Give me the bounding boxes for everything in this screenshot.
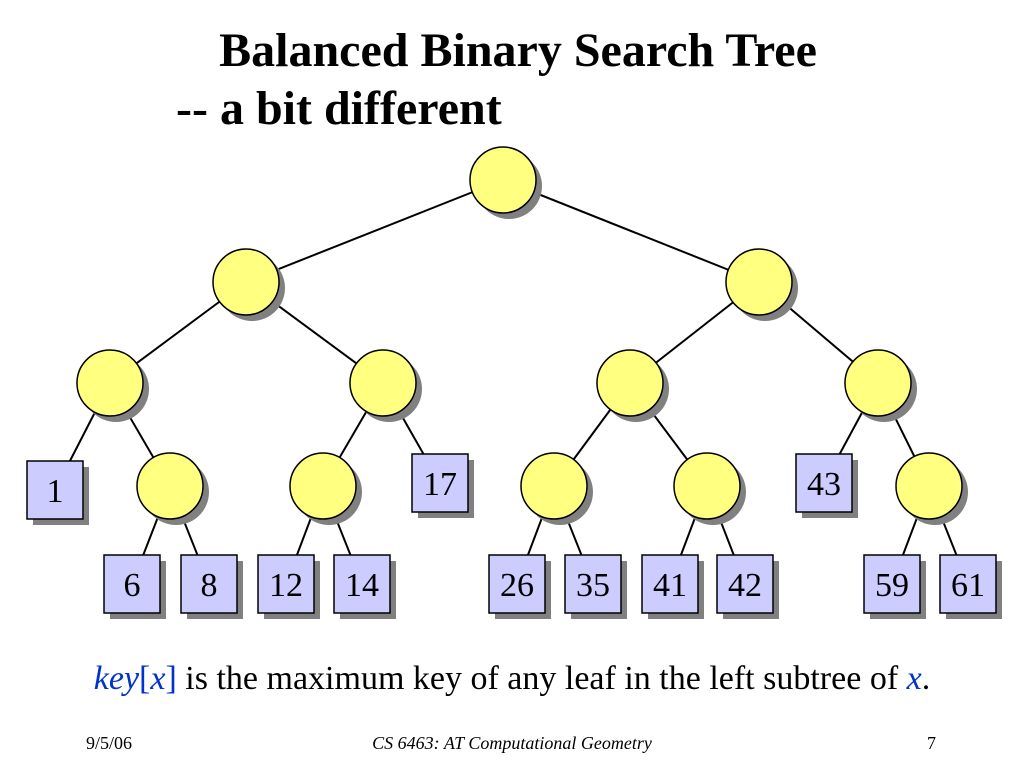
leaf-box (411, 453, 469, 513)
caption-x-end: x (906, 660, 922, 697)
node-circle (725, 248, 793, 316)
internal-node (596, 349, 669, 422)
leaf-box (26, 460, 84, 520)
internal-node (289, 452, 362, 525)
leaf-node: 41 (641, 554, 704, 619)
leaf-box (564, 554, 622, 614)
node-circle (895, 452, 963, 520)
internal-node (520, 452, 593, 525)
leaf-box (103, 554, 161, 614)
footer-page-number: 7 (927, 733, 936, 753)
node-circle (349, 349, 417, 417)
leaf-box (641, 554, 699, 614)
footer: 9/5/06 CS 6463: AT Computational Geometr… (0, 733, 1024, 757)
internal-node (349, 349, 422, 422)
node-circle (520, 452, 588, 520)
leaf-key: 12 (269, 567, 303, 604)
leaf-key: 14 (345, 567, 379, 604)
leaf-key: 17 (423, 466, 457, 503)
node-circle (673, 452, 741, 520)
title-line-2: -- a bit different (176, 82, 502, 135)
caption-key: key (93, 660, 140, 697)
leaf-box (863, 554, 921, 614)
leaf-box (333, 554, 391, 614)
internal-node (76, 349, 149, 422)
caption-x: x (150, 660, 166, 697)
leaf-node: 59 (863, 554, 926, 619)
internal-node (895, 452, 968, 525)
leaf-node: 26 (488, 554, 551, 619)
node-circle (76, 349, 144, 417)
leaf-box (795, 453, 853, 513)
tree-edge (502, 179, 760, 283)
leaf-key: 26 (500, 567, 534, 604)
leaf-node: 42 (716, 554, 779, 619)
leaf-key: 8 (201, 567, 218, 604)
internal-node (136, 452, 209, 525)
bst-diagram: 1 6 8 12 14 17 26 35 41 42 43 59 61 (26, 146, 1002, 619)
node-circle (136, 452, 204, 520)
internal-node (725, 248, 798, 321)
leaf-node: 8 (180, 554, 243, 619)
leaf-key: 6 (124, 567, 141, 604)
leaf-key: 43 (807, 466, 841, 503)
tree-edges (54, 179, 969, 585)
slide-title: Balanced Binary Search Tree -- a bit dif… (0, 22, 1024, 138)
footer-course: CS 6463: AT Computational Geometry (372, 733, 652, 753)
node-circle (596, 349, 664, 417)
caption-bracket-open: [ (139, 660, 151, 697)
leaf-box (257, 554, 315, 614)
leaf-box (488, 554, 546, 614)
caption-period: . (921, 660, 931, 697)
title-line-1: Balanced Binary Search Tree (219, 24, 817, 77)
leaf-node: 61 (939, 554, 1002, 619)
node-circle (844, 349, 912, 417)
leaf-key: 59 (875, 567, 909, 604)
leaf-node: 6 (103, 554, 166, 619)
internal-node (673, 452, 746, 525)
caption-bracket-close: ] (165, 660, 177, 697)
leaf-box (716, 554, 774, 614)
caption: key[x] is the maximum key of any leaf in… (0, 660, 1024, 698)
leaf-node: 35 (564, 554, 627, 619)
leaf-key: 42 (728, 567, 762, 604)
leaf-box (180, 554, 238, 614)
internal-node (844, 349, 917, 422)
footer-date: 9/5/06 (86, 733, 133, 753)
leaf-key: 1 (47, 473, 64, 510)
internal-node (212, 248, 285, 321)
internal-node (469, 146, 542, 219)
leaf-node: 12 (257, 554, 320, 619)
leaf-key: 35 (576, 567, 610, 604)
leaf-node: 43 (795, 453, 858, 518)
node-circle (212, 248, 280, 316)
leaf-box (939, 554, 997, 614)
caption-text: is the maximum key of any leaf in the le… (176, 660, 907, 697)
leaf-key: 61 (951, 567, 985, 604)
leaf-node: 14 (333, 554, 396, 619)
tree-edge (245, 179, 504, 283)
leaf-key: 41 (653, 567, 687, 604)
leaf-node: 1 (26, 460, 89, 525)
node-circle (289, 452, 357, 520)
node-circle (469, 146, 537, 214)
tree-nodes: 1 6 8 12 14 17 26 35 41 42 43 59 61 (26, 146, 1002, 619)
leaf-node: 17 (411, 453, 474, 518)
